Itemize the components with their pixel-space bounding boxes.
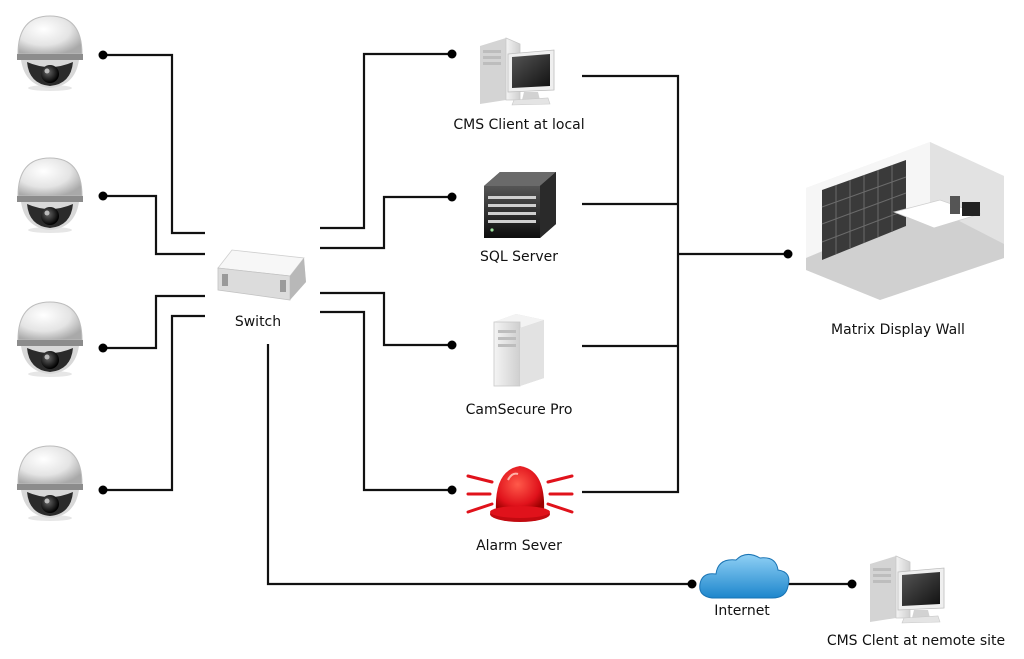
connection-lines <box>103 52 852 586</box>
sql-server-label: SQL Server <box>480 249 558 265</box>
wire-switch-sql <box>320 195 452 250</box>
dot <box>447 485 457 495</box>
cloud-icon <box>699 554 790 599</box>
dot <box>98 485 108 495</box>
dot <box>98 50 108 60</box>
wire-switch-cms-local <box>320 52 452 230</box>
dot <box>98 343 108 353</box>
dome-camera-icon <box>16 445 84 522</box>
dot <box>447 340 457 350</box>
cms-remote-label: CMS Clent at nemote site <box>827 633 1005 649</box>
wire-bus <box>582 74 680 494</box>
tower-server-icon <box>493 314 544 387</box>
dot <box>447 49 457 59</box>
cms-local-label: CMS Client at local <box>453 117 584 133</box>
desktop-pc-icon <box>479 37 555 106</box>
dome-camera-icon <box>16 301 84 378</box>
dot <box>98 191 108 201</box>
camsecure-label: CamSecure Pro <box>466 402 573 418</box>
wire-switch-camsecure <box>320 291 452 347</box>
dot <box>447 192 457 202</box>
wire-camera-1 <box>103 53 205 235</box>
wire-switch-internet <box>266 344 692 586</box>
server-icon <box>484 172 556 238</box>
dot <box>847 579 857 589</box>
desktop-pc-icon <box>869 555 945 624</box>
connection-dots <box>98 49 857 589</box>
network-switch-icon <box>217 249 306 301</box>
alarm-beacon-icon <box>466 466 574 522</box>
dome-camera-icon <box>16 157 84 234</box>
wire-camera-4 <box>103 314 205 492</box>
internet-label: Internet <box>714 603 770 619</box>
dot <box>783 249 793 259</box>
switch-label: Switch <box>235 314 281 330</box>
dome-camera-icon <box>16 15 84 92</box>
alarm-server-label: Alarm Sever <box>476 538 562 554</box>
dot <box>687 579 697 589</box>
matrix-wall-label: Matrix Display Wall <box>831 322 965 338</box>
wire-camera-3 <box>103 294 205 350</box>
display-wall-room-icon <box>806 142 1004 300</box>
wire-camera-2 <box>103 194 205 256</box>
wire-switch-alarm <box>320 310 452 492</box>
